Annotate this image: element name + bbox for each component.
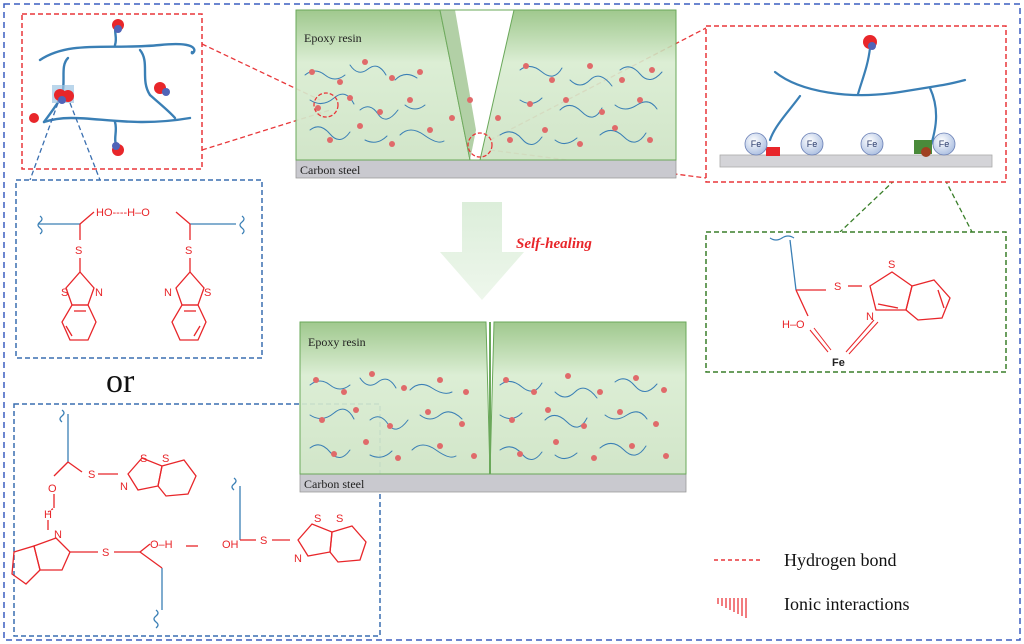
svg-text:S: S (888, 259, 895, 271)
svg-text:Fe: Fe (751, 139, 762, 149)
svg-text:S: S (61, 287, 68, 299)
svg-text:OH: OH (222, 539, 239, 551)
svg-text:S: S (88, 469, 95, 481)
svg-text:S: S (834, 281, 841, 293)
svg-text:S: S (260, 535, 267, 547)
bottom-resin-label: Epoxy resin (308, 335, 366, 349)
svg-text:S: S (140, 453, 147, 465)
svg-text:H–O: H–O (782, 319, 805, 331)
legend-ionic-label: Ionic interactions (784, 594, 909, 614)
self-healing-arrow: Self-healing (440, 202, 592, 300)
bottom-oh-dots (313, 371, 669, 461)
top-resin-label: Epoxy resin (304, 31, 362, 45)
legend: Hydrogen bond Ionic interactions (714, 550, 909, 618)
zoom-circle-crack (467, 132, 493, 158)
svg-text:H: H (44, 509, 52, 521)
svg-text:O–H: O–H (150, 539, 173, 551)
fe-atoms: Fe Fe Fe Fe (744, 132, 956, 156)
outer-frame (3, 3, 1021, 641)
top-oh-dots (309, 59, 655, 147)
legend-hbond-label: Hydrogen bond (784, 550, 896, 570)
svg-text:S: S (204, 287, 211, 299)
oh-dots (29, 19, 170, 156)
svg-text:N: N (866, 311, 874, 323)
zoom-circle-left (313, 92, 339, 118)
svg-text:O: O (48, 483, 57, 495)
fe-surface-zoom: Fe Fe Fe Fe (705, 25, 1007, 183)
chain-zoom-left (21, 13, 203, 170)
structure-1-box: HO----H–O S S S N N S (15, 179, 263, 359)
bottom-steel-label: Carbon steel (304, 477, 365, 491)
svg-text:Fe: Fe (832, 357, 845, 369)
svg-text:N: N (120, 481, 128, 493)
top-steel-label: Carbon steel (300, 163, 361, 177)
svg-text:S: S (336, 513, 343, 525)
svg-text:S: S (75, 245, 82, 257)
top-panel: Epoxy resin Carbon steel (295, 9, 677, 179)
svg-text:N: N (294, 553, 302, 565)
svg-text:N: N (164, 287, 172, 299)
self-healing-label: Self-healing (516, 236, 592, 252)
svg-text:S: S (185, 245, 192, 257)
svg-text:N: N (54, 529, 62, 541)
legend-ionic-swatch (717, 598, 747, 618)
hbond-text: HO----H–O (96, 207, 150, 219)
or-label: or (106, 363, 135, 400)
bottom-panel: Epoxy resin Carbon steel (299, 321, 687, 493)
svg-text:Fe: Fe (807, 139, 818, 149)
svg-text:S: S (314, 513, 321, 525)
svg-text:Fe: Fe (939, 139, 950, 149)
svg-text:S: S (162, 453, 169, 465)
chelate-structure-box: S S H–O N Fe (705, 231, 1007, 373)
svg-text:N: N (95, 287, 103, 299)
svg-text:S: S (102, 547, 109, 559)
svg-text:Fe: Fe (867, 139, 878, 149)
